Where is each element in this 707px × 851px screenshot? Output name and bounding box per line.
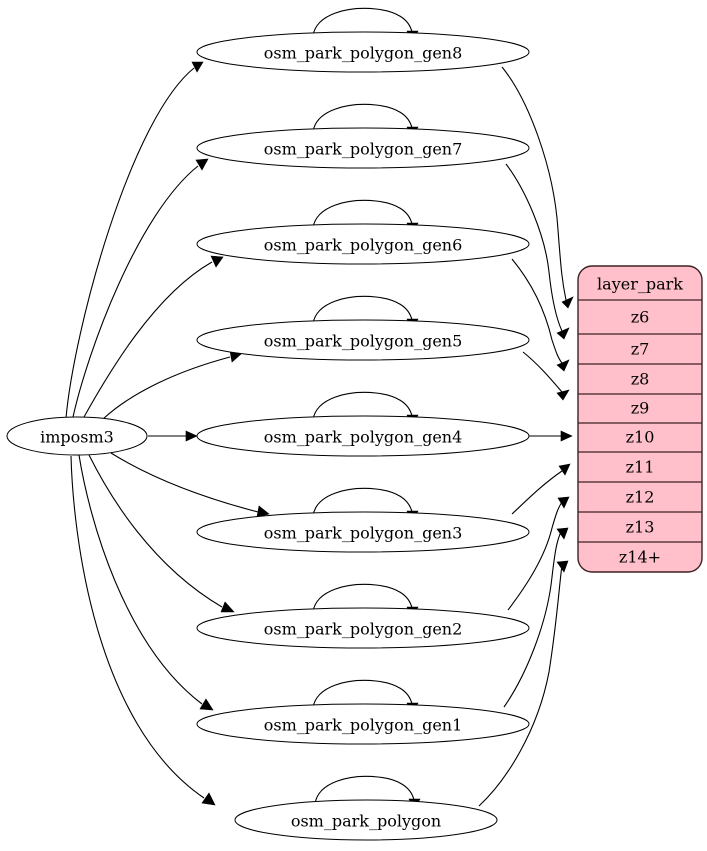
edge-gen5-to-z9 — [522, 351, 563, 393]
layer-park-row-z13[interactable]: z13 — [626, 518, 655, 537]
self-loop-gen4 — [312, 391, 413, 421]
node-gen2-label: osm_park_polygon_gen2 — [264, 620, 463, 639]
arrowhead-base-z14 — [556, 560, 569, 573]
node-gen5-shape[interactable] — [196, 319, 530, 361]
ellipse-nodes: osm_park_polygon_gen8 osm_park_polygon_g… — [6, 31, 530, 841]
arrowhead-imposm3-gen4 — [185, 430, 198, 442]
edge-gen6-to-z8 — [511, 258, 563, 364]
node-gen8-label: osm_park_polygon_gen8 — [264, 44, 463, 63]
arrowhead-gen5-z9 — [556, 389, 570, 401]
node-gen4-label: osm_park_polygon_gen4 — [264, 428, 463, 447]
layer-park-table-body — [577, 265, 703, 573]
arrowhead-gen1-z13 — [556, 527, 569, 540]
node-imposm3-label: imposm3 — [40, 428, 114, 447]
arrowhead-gen3-z11 — [558, 463, 571, 476]
edge-imposm3-to-gen8 — [65, 67, 195, 419]
self-loop-gen8 — [312, 7, 413, 37]
node-gen5-label: osm_park_polygon_gen5 — [264, 332, 463, 351]
self-loop-gen7 — [312, 103, 413, 133]
node-gen3-label: osm_park_polygon_gen3 — [264, 524, 463, 543]
node-gen7-shape[interactable] — [196, 127, 530, 169]
arrowhead-gen8-z6 — [561, 296, 574, 309]
self-loop-gen1 — [312, 679, 413, 709]
node-gen6[interactable]: osm_park_polygon_gen6 — [196, 223, 530, 265]
edges-from-imposm3 — [65, 61, 270, 806]
layer-park-row-z6[interactable]: z6 — [631, 308, 650, 327]
layer-park-row-z11[interactable]: z11 — [626, 458, 655, 477]
arrowhead-imposm3-gen6 — [210, 255, 224, 268]
arrowhead-gen2-z12 — [557, 496, 570, 509]
edge-gen3-to-z11 — [511, 470, 563, 515]
layer-park-row-z7[interactable]: z7 — [631, 340, 650, 359]
node-gen6-label: osm_park_polygon_gen6 — [264, 236, 463, 255]
edge-gen7-to-z7 — [505, 163, 563, 332]
arrowhead-imposm3-base — [201, 792, 216, 806]
node-base-shape[interactable] — [234, 799, 498, 841]
arrowhead-imposm3-gen7 — [195, 158, 209, 171]
node-gen6-shape[interactable] — [196, 223, 530, 265]
edge-gen1-to-z13 — [503, 531, 562, 708]
node-gen2[interactable]: osm_park_polygon_gen2 — [196, 607, 530, 649]
edge-imposm3-to-gen5 — [102, 356, 231, 420]
edges-to-layer-park — [478, 66, 574, 807]
node-gen7-label: osm_park_polygon_gen7 — [264, 140, 463, 159]
layer-park-row-z12[interactable]: z12 — [626, 488, 655, 507]
edge-imposm3-to-base — [70, 455, 205, 799]
node-gen4[interactable]: osm_park_polygon_gen4 — [196, 415, 530, 457]
self-loop-gen2 — [312, 583, 413, 613]
edge-imposm3-to-gen2 — [88, 454, 223, 608]
edge-imposm3-to-gen6 — [83, 261, 213, 418]
node-gen3-shape[interactable] — [196, 511, 530, 553]
layer-park-header-label: layer_park — [597, 275, 683, 294]
node-gen7[interactable]: osm_park_polygon_gen7 — [196, 127, 530, 169]
arrowhead-gen6-z8 — [556, 359, 570, 372]
node-gen2-shape[interactable] — [196, 607, 530, 649]
edge-gen2-to-z12 — [507, 501, 563, 611]
node-gen8[interactable]: osm_park_polygon_gen8 — [196, 31, 530, 73]
edge-imposm3-to-gen3 — [110, 452, 259, 513]
edge-base-to-z14 — [478, 564, 563, 807]
arrowhead-imposm3-gen2 — [220, 601, 235, 613]
arrowhead-gen7-z7 — [556, 327, 570, 340]
node-gen3[interactable]: osm_park_polygon_gen3 — [196, 511, 530, 553]
node-imposm3[interactable]: imposm3 — [6, 416, 148, 456]
node-gen8-shape[interactable] — [196, 31, 530, 73]
node-gen5[interactable]: osm_park_polygon_gen5 — [196, 319, 530, 361]
layer-park-row-z10[interactable]: z10 — [626, 428, 655, 447]
edge-imposm3-to-gen7 — [72, 165, 199, 418]
node-base[interactable]: osm_park_polygon — [234, 799, 498, 841]
edge-gen8-to-z6 — [501, 66, 567, 301]
node-gen1-label: osm_park_polygon_gen1 — [264, 716, 463, 735]
node-gen1[interactable]: osm_park_polygon_gen1 — [196, 703, 530, 745]
arrowhead-gen4-z10 — [560, 430, 573, 442]
layer-park-table[interactable]: layer_park z6 z7 z8 z9 z10 z11 z12 z13 z… — [577, 265, 703, 573]
edge-imposm3-to-gen1 — [78, 454, 203, 705]
self-loop-gen5 — [312, 295, 413, 325]
arrowhead-imposm3-gen8 — [191, 61, 204, 73]
layer-park-row-z8[interactable]: z8 — [631, 370, 650, 389]
layer-park-row-z14[interactable]: z14+ — [619, 548, 661, 567]
self-loop-gen3 — [312, 487, 413, 517]
self-loop-base — [314, 775, 415, 805]
node-base-label: osm_park_polygon — [291, 812, 441, 831]
arrowhead-imposm3-gen3 — [256, 505, 270, 518]
node-gen1-shape[interactable] — [196, 703, 530, 745]
node-gen4-shape[interactable] — [196, 415, 530, 457]
node-imposm3-shape[interactable] — [6, 416, 148, 456]
layer-park-row-z9[interactable]: z9 — [631, 399, 650, 418]
arrowhead-imposm3-gen1 — [199, 698, 214, 711]
self-loop-gen6 — [312, 199, 413, 229]
